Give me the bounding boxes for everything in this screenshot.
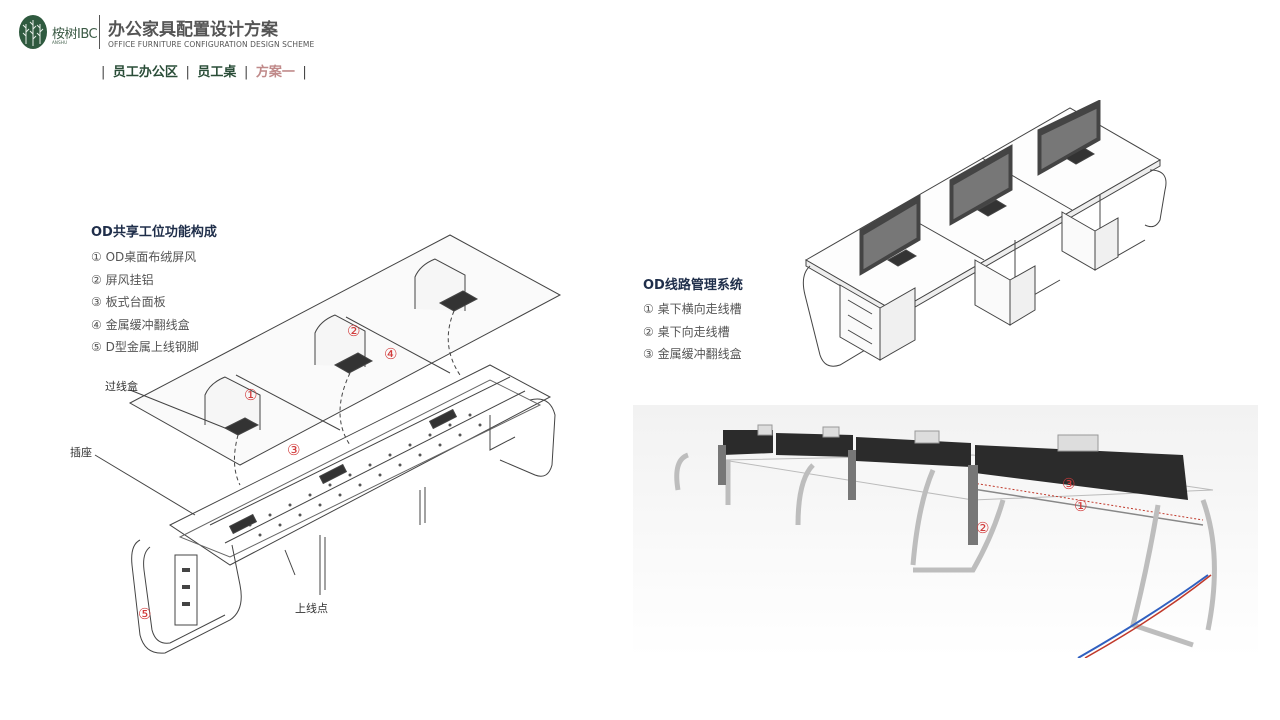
list-item: ⑤ D型金属上线钢脚 [91,340,199,354]
breadcrumb-item-staff-area[interactable]: 员工办公区 [112,65,178,80]
label-socket: 插座 [70,446,92,459]
marker-4: ④ [384,345,398,363]
brand-logo-icon [19,15,47,49]
right-feature-list: ① 桌下横向走线槽 ② 桌下向走线槽 ③ 金属缓冲翻线盒 [643,298,742,366]
photo-marker-2: ② [976,519,990,537]
breadcrumb-separator: | [243,65,249,80]
marker-2: ② [347,322,361,340]
list-item: ③ 板式台面板 [91,295,166,309]
breadcrumb-separator: | [302,65,307,80]
page-subtitle: OFFICE FURNITURE CONFIGURATION DESIGN SC… [108,40,315,49]
list-item: ④ 金属缓冲翻线盒 [91,317,190,332]
marker-5: ⑤ [138,605,152,623]
left-feature-list: ① OD桌面布绒屏风 ② 屏风挂铝 ③ 板式台面板 ④ 金属缓冲翻线盒 ⑤ D型… [91,246,199,359]
marker-3: ③ [287,441,301,459]
header-divider [99,15,100,49]
list-item: ① 桌下横向走线槽 [643,302,742,316]
list-item: ② 桌下向走线槽 [643,324,730,339]
workstation-exploded-diagram [94,234,562,654]
breadcrumb: | 员工办公区 | 员工桌 | 方案一 | [98,61,310,80]
right-section-title: OD线路管理系统 [643,278,743,293]
workstation-photo [633,405,1258,658]
left-section-title: OD共享工位功能构成 [91,225,217,240]
list-item: ③ 金属缓冲翻线盒 [643,347,742,361]
label-wiring-point: 上线点 [295,602,328,615]
breadcrumb-item-plan-one[interactable]: 方案一 [255,65,295,80]
breadcrumb-item-staff-desk[interactable]: 员工桌 [197,65,237,80]
page-title: 办公家具配置设计方案 [108,20,278,40]
photo-marker-3: ③ [1062,475,1076,493]
list-item: ① OD桌面布绒屏风 [91,250,197,264]
list-item: ② 屏风挂铝 [91,272,154,287]
breadcrumb-separator: | [185,65,190,80]
brand-name: 桉树IBC [52,27,98,42]
photo-marker-1: ① [1074,497,1088,515]
marker-1: ① [244,386,258,404]
workstation-render [802,100,1167,367]
label-cable-box: 过线盒 [105,380,138,393]
breadcrumb-separator: | [101,65,106,80]
brand-sub: ANSHU [52,40,68,45]
